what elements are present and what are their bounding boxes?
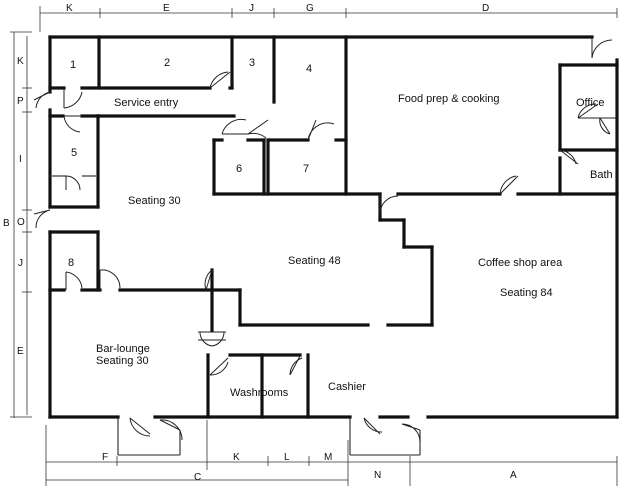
room-5-label: 5 xyxy=(71,147,77,159)
washrooms-label: Washrooms xyxy=(230,387,289,399)
room-1-label: 1 xyxy=(70,59,76,71)
dim-bottom-a: A xyxy=(510,470,517,481)
dim-left-b: B xyxy=(3,218,10,229)
service-entry-label: Service entry xyxy=(114,97,179,109)
seating-30-label: Seating 30 xyxy=(128,195,181,207)
dim-top-e: E xyxy=(163,3,170,14)
dim-top-d: D xyxy=(482,3,489,14)
dim-top-k: K xyxy=(66,3,73,14)
dim-top-g: G xyxy=(306,3,314,14)
dim-bottom-l: L xyxy=(284,452,290,463)
dim-left-p: P xyxy=(17,96,24,107)
dim-bottom-k: K xyxy=(233,452,240,463)
dimension-lines xyxy=(10,6,618,486)
dim-left-o: O xyxy=(17,217,25,228)
food-prep-label: Food prep & cooking xyxy=(398,93,500,105)
bath-label: Bath xyxy=(590,169,613,181)
room-4-label: 4 xyxy=(306,63,312,75)
room-2-label: 2 xyxy=(164,57,170,69)
dim-left-k: K xyxy=(17,56,24,67)
cashier-label: Cashier xyxy=(328,381,366,393)
room-8-label: 8 xyxy=(68,257,74,269)
dim-bottom-n: N xyxy=(374,470,381,481)
seating-48-label: Seating 48 xyxy=(288,255,341,267)
room-7-label: 7 xyxy=(303,163,309,175)
bar-seating-label: Seating 30 xyxy=(96,355,149,367)
dim-top-j: J xyxy=(249,3,254,14)
bar-lounge-label: Bar-lounge xyxy=(96,343,150,355)
dimension-labels: K E J G D K P I O J E B F K L M N A C xyxy=(3,3,517,483)
dim-bottom-f: F xyxy=(102,452,108,463)
dim-bottom-m: M xyxy=(324,452,332,463)
room-6-label: 6 xyxy=(236,163,242,175)
office-label: Office xyxy=(576,97,605,109)
dim-left-i: I xyxy=(19,154,22,165)
dim-left-j: J xyxy=(18,258,23,269)
dim-left-e: E xyxy=(17,346,24,357)
seating-84-label: Seating 84 xyxy=(500,287,553,299)
room-3-label: 3 xyxy=(249,57,255,69)
coffee-shop-label: Coffee shop area xyxy=(478,257,563,269)
walls xyxy=(48,35,619,419)
dim-bottom-c: C xyxy=(194,472,201,483)
room-labels: 1 2 3 4 5 6 7 8 Service entry Food prep … xyxy=(68,57,613,399)
doors xyxy=(33,37,613,456)
